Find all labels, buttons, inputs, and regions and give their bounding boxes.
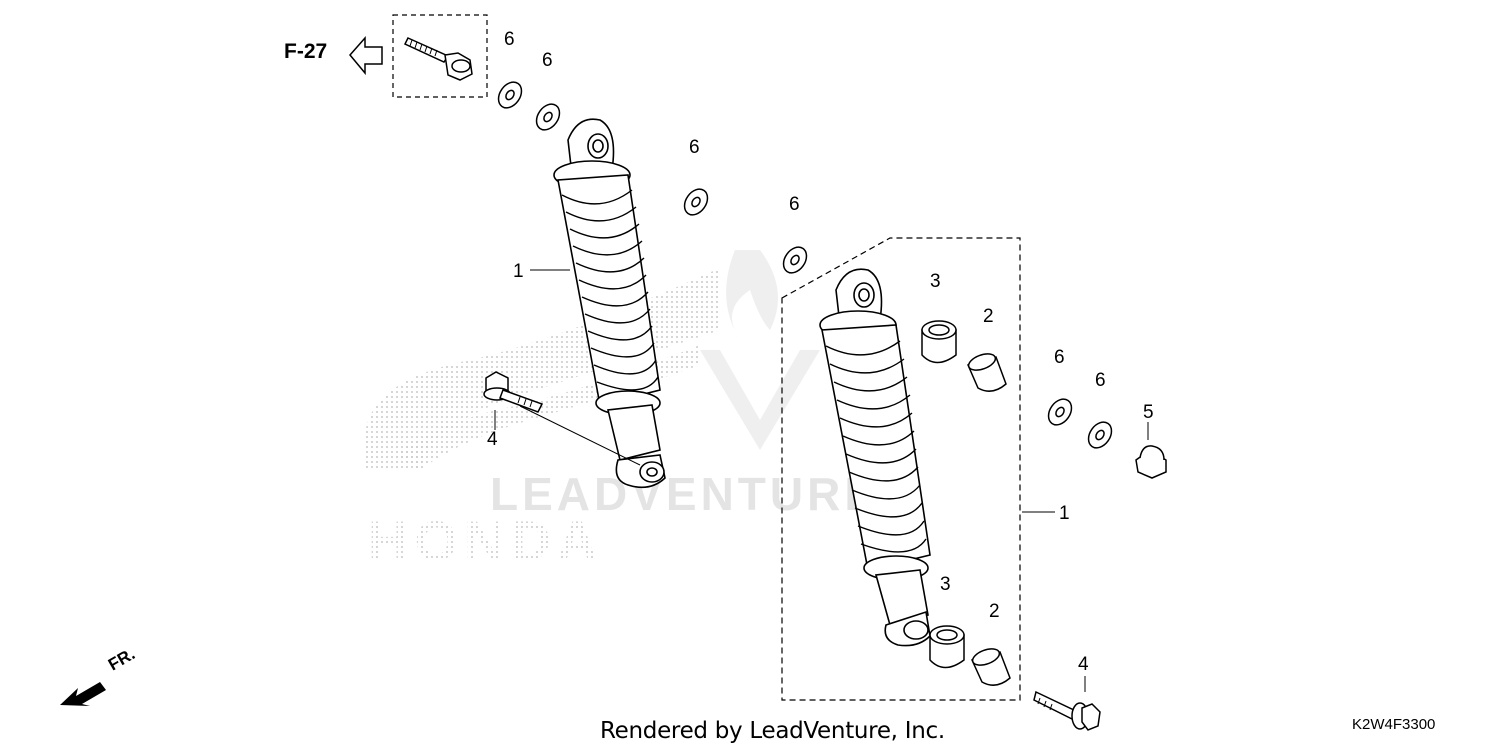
washer-icon <box>1047 398 1073 426</box>
leadventure-watermark-text: LEADVENTURE <box>490 468 879 520</box>
honda-wing-watermark <box>365 268 720 470</box>
assembly-boundary <box>781 237 1021 701</box>
stud-bolt-icon <box>403 37 473 81</box>
callout-6: 6 <box>542 50 553 71</box>
callout-3: 3 <box>940 574 951 595</box>
reference-figure-label[interactable]: F-27 <box>284 40 328 63</box>
cap-nut-icon <box>1135 445 1167 479</box>
render-credit: Rendered by LeadVenture, Inc. <box>600 718 945 744</box>
diagram-code: K2W4F3300 <box>1352 716 1436 733</box>
reference-arrow-icon <box>349 36 383 76</box>
callout-4: 4 <box>1078 654 1089 675</box>
callout-6: 6 <box>689 137 700 158</box>
callout-4: 4 <box>487 429 498 450</box>
callout-1: 1 <box>513 261 524 282</box>
callout-6: 6 <box>1095 370 1106 391</box>
washer-icon <box>683 188 709 216</box>
callout-3: 3 <box>930 271 941 292</box>
rear-shock-absorber-left <box>553 118 666 489</box>
callout-6: 6 <box>504 29 515 50</box>
callout-1: 1 <box>1059 503 1070 524</box>
bushing-icon <box>921 320 957 364</box>
flange-bolt-icon <box>1033 690 1101 731</box>
leader-lines <box>494 269 1149 692</box>
collar-icon <box>966 353 1007 392</box>
callout-2: 2 <box>983 306 994 327</box>
washer-icon <box>535 103 561 131</box>
rear-shock-absorber-right <box>819 268 931 647</box>
honda-watermark-text: HONDA <box>368 509 603 572</box>
washer-icon <box>497 81 523 109</box>
callout-6: 6 <box>789 194 800 215</box>
washer-icon <box>1087 421 1113 449</box>
flange-bolt-icon <box>483 371 544 413</box>
callout-6: 6 <box>1054 347 1065 368</box>
front-direction-arrow-icon <box>60 682 106 706</box>
washer-icon <box>782 246 808 274</box>
collar-icon <box>970 648 1011 686</box>
callout-2: 2 <box>989 601 1000 622</box>
leadventure-logo-watermark <box>700 250 820 450</box>
bushing-icon <box>929 625 965 669</box>
reference-part-box <box>392 14 488 98</box>
callout-5: 5 <box>1143 402 1154 423</box>
